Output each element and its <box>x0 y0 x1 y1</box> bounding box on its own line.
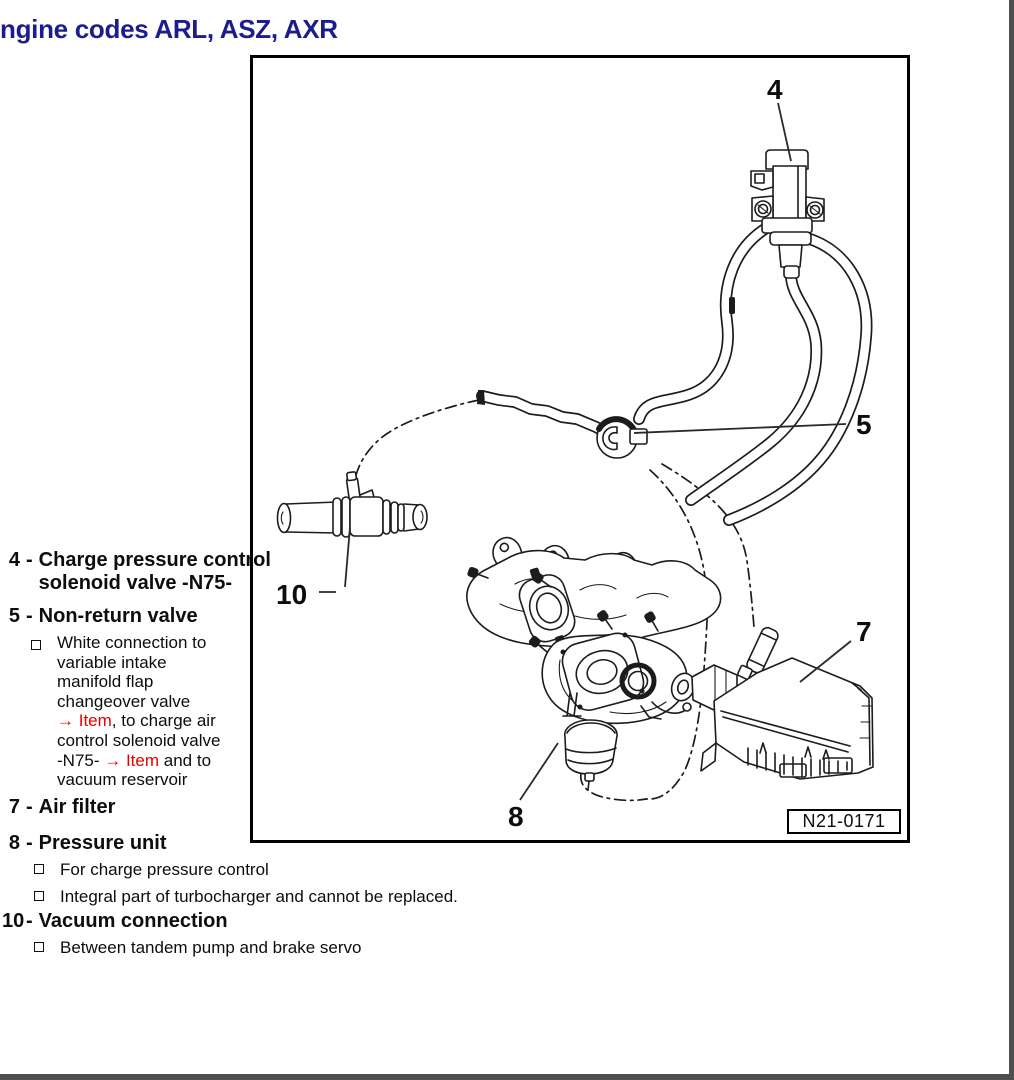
legend-item-4-name: Charge pressure control solenoid valve -… <box>39 549 271 595</box>
note-line: manifold flap <box>57 672 154 692</box>
legend-item-4-dash: - <box>26 549 33 571</box>
note-line: variable intake <box>57 652 167 672</box>
turbocharger-drawing <box>541 632 692 725</box>
note-line: → Item, to charge air <box>57 711 220 731</box>
note-line: control solenoid valve <box>57 730 221 750</box>
page-edge-right <box>1009 0 1014 1080</box>
page-title: ngine codes ARL, ASZ, AXR <box>0 14 338 44</box>
note-line: vacuum reservoir <box>57 770 188 790</box>
legend-item-7-name: Air filter <box>38 796 116 818</box>
manifold-studs <box>467 566 659 653</box>
bullet-square <box>34 864 44 874</box>
pressure-unit-drawing <box>564 719 618 791</box>
figure-code-box: N21-0171 <box>787 809 901 834</box>
callout-10: 10 <box>276 579 308 610</box>
legend-item-5-dash: - <box>26 605 33 627</box>
exhaust-manifold-drawing <box>466 536 722 653</box>
note-text: Between tandem pump and brake servo <box>60 938 362 957</box>
legend-item-10-name: Vacuum connection <box>38 910 228 932</box>
callout-4: 4 <box>767 74 783 105</box>
page-edge-bottom <box>0 1074 1014 1080</box>
legend-item-5-name: Non-return valve <box>38 605 198 627</box>
note-text: Integral part of turbocharger and cannot… <box>60 887 458 906</box>
legend-item-8: 8 - Pressure unit <box>2 832 167 855</box>
legend-item-4-name-line1: Charge pressure control <box>38 549 271 571</box>
legend-item-4-name-line2: solenoid valve -N75- <box>38 572 233 594</box>
legend-item-4-number: 4 <box>8 549 20 571</box>
bullet-square <box>34 891 44 901</box>
wavy-hose <box>476 390 613 439</box>
vacuum-hoses <box>633 221 873 526</box>
legend-item-5-number: 5 <box>8 605 20 627</box>
diagram-illustration <box>276 102 874 802</box>
legend-item-10-dash: - <box>26 910 33 932</box>
legend-item-7: 7 - Air filter <box>2 796 115 819</box>
legend-item-10-note1: Between tandem pump and brake servo <box>34 938 361 958</box>
callout-leader-lines <box>319 102 852 801</box>
note-text: and to <box>159 750 212 770</box>
legend-item-8-number: 8 <box>8 832 20 854</box>
item-link[interactable]: → Item <box>104 750 160 770</box>
callout-5: 5 <box>856 409 872 440</box>
legend-item-8-note1: For charge pressure control <box>34 860 269 880</box>
legend-item-5: 5 - Non-return valve <box>2 605 198 628</box>
legend-item-8-dash: - <box>26 832 33 854</box>
legend-item-7-number: 7 <box>8 796 20 818</box>
note-text: For charge pressure control <box>60 860 269 879</box>
bullet-square <box>31 640 41 650</box>
legend-item-7-dash: - <box>26 796 33 818</box>
dashed-hose-routes <box>354 399 755 802</box>
callout-8: 8 <box>508 801 524 832</box>
vacuum-connection-drawing <box>276 471 428 538</box>
item-link[interactable]: → Item <box>57 711 112 731</box>
legend-item-10: 10 - Vacuum connection <box>2 910 228 933</box>
note-line: White connection to <box>57 633 207 652</box>
legend-item-8-note2: Integral part of turbocharger and cannot… <box>34 887 458 907</box>
legend-item-4: 4 - Charge pressure control solenoid val… <box>2 549 271 595</box>
legend-item-8-name: Pressure unit <box>38 832 167 854</box>
callout-7: 7 <box>856 616 872 647</box>
air-filter-drawing <box>670 626 874 780</box>
legend-item-10-number: 10 <box>2 910 25 932</box>
figure-code: N21-0171 <box>802 811 886 831</box>
note-line: -N75- → Item and to <box>57 751 220 771</box>
solenoid-valve-drawing <box>750 149 825 279</box>
note-text: , to charge air <box>111 711 216 731</box>
legend-item-5-note: White connection to variable intake mani… <box>57 633 220 790</box>
bullet-square <box>34 942 44 952</box>
hose-clip <box>729 297 735 314</box>
note-line: changeover valve <box>57 691 191 711</box>
note-text: -N75- <box>57 750 105 770</box>
